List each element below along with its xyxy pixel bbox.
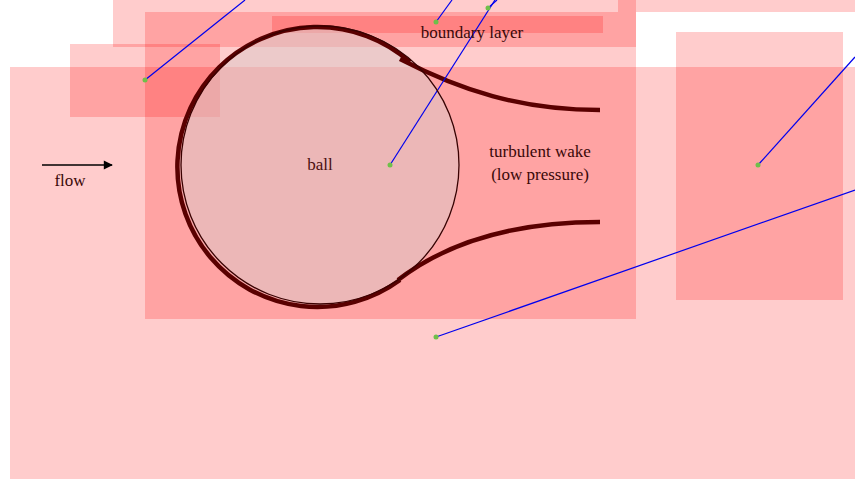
boundary-layer-line [177,27,410,307]
overlay-boxes [10,0,855,479]
ball-outline-circle [181,26,459,304]
ball-circle: ball [180,25,460,305]
leader-dot [143,78,148,83]
overlay-box [618,0,855,12]
wake-edge [398,222,600,280]
ball-fill [180,25,460,305]
leader-line [436,0,452,22]
overlay-box [676,32,843,300]
leader-dot [388,163,393,168]
leader-dots [143,6,761,340]
leader-lines [145,0,855,337]
leader-line [436,190,855,337]
leader-dot [756,163,761,168]
boundary-layer-label: boundary layer [421,22,523,45]
wake-label: turbulent wake (low pressure) [482,141,598,187]
leader-line [145,0,245,80]
flow-arrow [42,164,112,165]
leader-dot [486,6,491,11]
flow-label: flow [54,170,85,193]
leader-dot [434,335,439,340]
leader-line [758,57,855,165]
ball-label: ball [307,154,333,176]
